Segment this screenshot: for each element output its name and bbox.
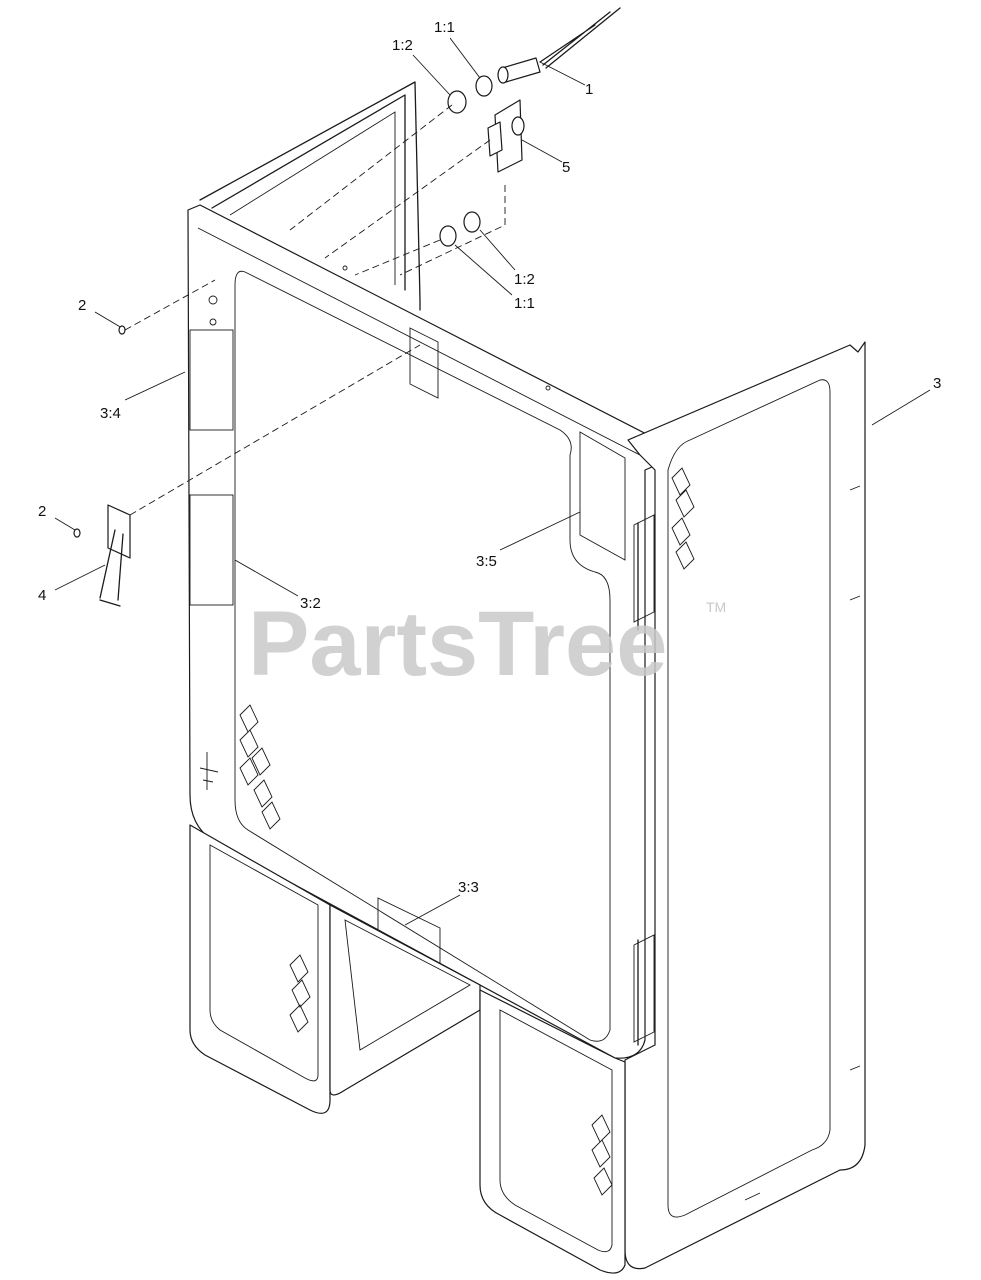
latch-bracket-5 [487,99,525,173]
decal-3-4 [189,329,234,431]
callout-2-top: 2 [78,297,86,314]
explode-lines [124,104,506,516]
callout-3: 3 [933,375,941,392]
callout-1-1-top: 1:1 [434,19,455,36]
callout-5: 5 [562,159,570,176]
watermark-text: PartsTree [248,593,667,695]
callout-1-1-mid: 1:1 [514,295,535,312]
leader-lines [54,37,931,926]
bracket-plate [409,327,439,399]
callout-4: 4 [38,587,46,604]
latch-handle-4 [99,504,131,607]
callout-1-2-mid: 1:2 [514,271,535,288]
callout-3-3: 3:3 [458,879,479,896]
sensor-assembly-1 [439,7,621,247]
washer-1-2-mid [463,211,481,233]
callout-3-2: 3:2 [300,595,321,612]
callout-3-4: 3:4 [100,405,121,422]
lower-right-cabinet [479,989,626,1274]
washer-1-1-top [475,75,493,97]
main-door-panel [187,204,669,1059]
callout-1: 1 [585,81,593,98]
screw-2-low [73,528,81,538]
decal-3-5 [579,431,626,561]
screw-2-top [118,325,126,335]
watermark-trademark: TM [706,599,726,615]
side-panel-3 [624,341,866,1270]
lower-left-cabinet [189,824,481,1114]
rear-frame [199,81,421,311]
callout-1-2-top: 1:2 [392,37,413,54]
callout-3-5: 3:5 [476,553,497,570]
washer-1-2-top [447,90,467,114]
decal-3-2 [189,494,234,606]
callout-2-low: 2 [38,503,46,520]
nut-1-1-mid [439,225,457,247]
